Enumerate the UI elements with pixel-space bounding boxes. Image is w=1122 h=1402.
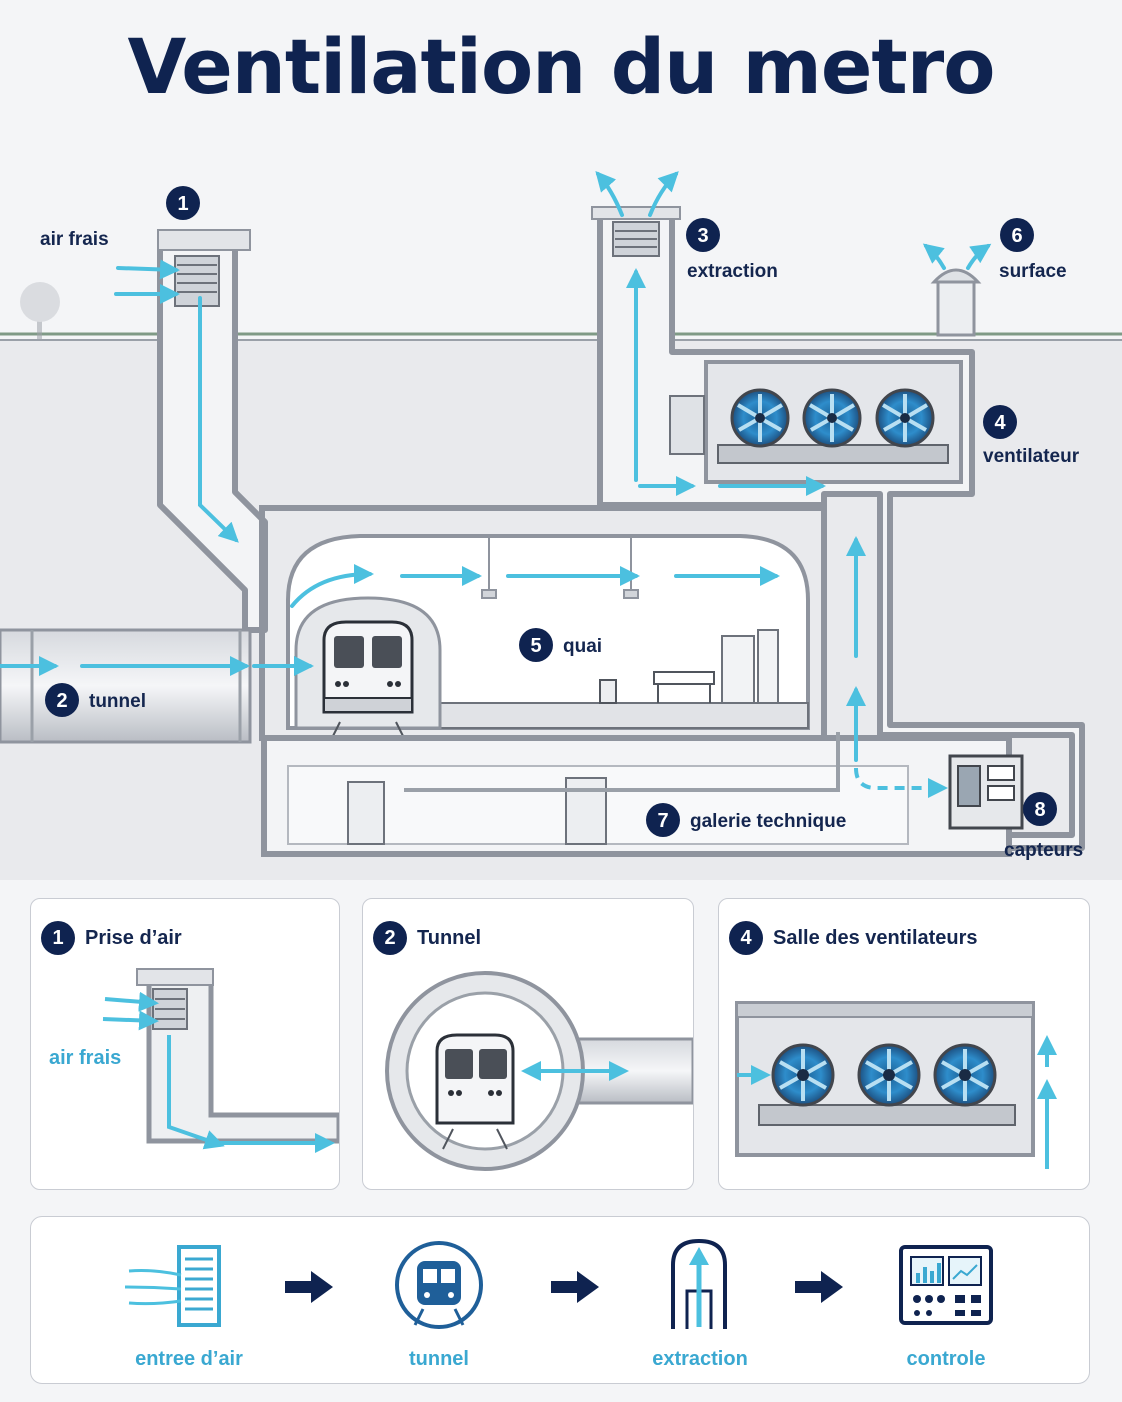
gallery-door: [565, 777, 607, 845]
detail-header: 4 Salle des ventilateurs: [729, 921, 978, 955]
detail-header: 2 Tunnel: [373, 921, 481, 955]
hall-door: [721, 635, 755, 704]
gallery-door: [347, 781, 385, 845]
detail-number-badge: 1: [41, 921, 75, 955]
label-air-frais: air frais: [40, 229, 109, 250]
arrow-right-icon: [285, 1271, 333, 1303]
label-galerie-technique: galerie technique: [690, 811, 846, 832]
svg-text:8: 8: [1034, 799, 1045, 821]
detail-panel-tunnel: 2 Tunnel: [362, 898, 694, 1190]
air-intake-grille-icon: [124, 1245, 221, 1327]
marker-8: 8: [1023, 792, 1057, 826]
metro-train-icon: [435, 1033, 515, 1150]
bin-icon: [599, 679, 617, 704]
fan-icon: [933, 1043, 997, 1107]
detail-number-badge: 2: [373, 921, 407, 955]
arrow-right-icon: [795, 1271, 843, 1303]
svg-text:6: 6: [1011, 225, 1022, 247]
label-extraction: extraction: [687, 261, 778, 282]
svg-text:1: 1: [177, 193, 188, 215]
label-surface: surface: [999, 261, 1067, 282]
fan-room: [669, 360, 963, 484]
technical-gallery: [261, 732, 1012, 857]
svg-text:4: 4: [994, 412, 1006, 434]
detail-header: 1 Prise d’air: [41, 921, 182, 955]
process-label-tunnel: tunnel: [409, 1348, 469, 1370]
page-title: Ventilation du metro: [127, 22, 996, 111]
marker-3: 3: [686, 218, 720, 252]
process-label-extraction: extraction: [652, 1348, 748, 1370]
svg-text:7: 7: [657, 810, 668, 832]
detail-title: Salle des ventilateurs: [773, 926, 978, 949]
label-quai: quai: [563, 636, 602, 657]
label-tunnel: tunnel: [89, 691, 146, 712]
service-door: [669, 395, 705, 455]
marker-2: 2: [45, 683, 79, 717]
surface-vent: [930, 268, 982, 337]
arrow-right-icon: [551, 1271, 599, 1303]
process-label-entree-air: entree d’air: [135, 1348, 243, 1370]
ventilation-diagram: 1 air frais 3 extraction 6 surface 4 ven…: [0, 170, 1122, 880]
sensor-flow-dashed: [854, 767, 948, 798]
detail-panel-salle-ventilateurs: 4 Salle des ventilateurs: [718, 898, 1090, 1190]
tree-icon: [20, 282, 60, 340]
process-label-controle: controle: [907, 1348, 986, 1370]
intake-grille: [174, 255, 220, 307]
marker-7: 7: [646, 803, 680, 837]
platform: [427, 702, 809, 729]
svg-text:2: 2: [56, 690, 67, 712]
fan-icon: [802, 388, 862, 448]
metro-train-icon: [322, 620, 414, 743]
intake-detail-illustration: [102, 968, 339, 1153]
extraction-shaft-icon: [671, 1238, 727, 1329]
process-icons: entree d’air tunnel extraction controle: [124, 1238, 993, 1370]
detail-panel-prise-air: 1 Prise d’air air frais: [30, 898, 340, 1190]
fan-icon: [875, 388, 935, 448]
detail-title: Prise d’air: [85, 926, 182, 949]
fan-icon: [771, 1043, 835, 1107]
marker-4: 4: [983, 405, 1017, 439]
process-strip: entree d’air tunnel extraction controle: [30, 1216, 1090, 1384]
metro-train-icon: [395, 1241, 483, 1329]
fan-room-detail-illustration: [735, 1001, 1057, 1169]
svg-text:5: 5: [530, 635, 541, 657]
fan-icon: [857, 1043, 921, 1107]
svg-text:3: 3: [697, 225, 708, 247]
detail-sublabel: air frais: [49, 1047, 122, 1069]
detail-title: Tunnel: [417, 926, 482, 949]
detail-number-badge: 4: [729, 921, 763, 955]
marker-5: 5: [519, 628, 553, 662]
tunnel-detail-illustration: [385, 971, 693, 1171]
bench-icon: [653, 671, 715, 703]
label-ventilateur: ventilateur: [983, 446, 1080, 467]
air-flow-arrows: [0, 170, 992, 762]
fan-icon: [730, 388, 790, 448]
marker-6: 6: [1000, 218, 1034, 252]
sensor-cabinet-icon: [948, 754, 1024, 830]
marker-1: 1: [166, 186, 200, 220]
label-capteurs: capteurs: [1004, 840, 1083, 861]
control-panel-icon: [899, 1245, 993, 1325]
